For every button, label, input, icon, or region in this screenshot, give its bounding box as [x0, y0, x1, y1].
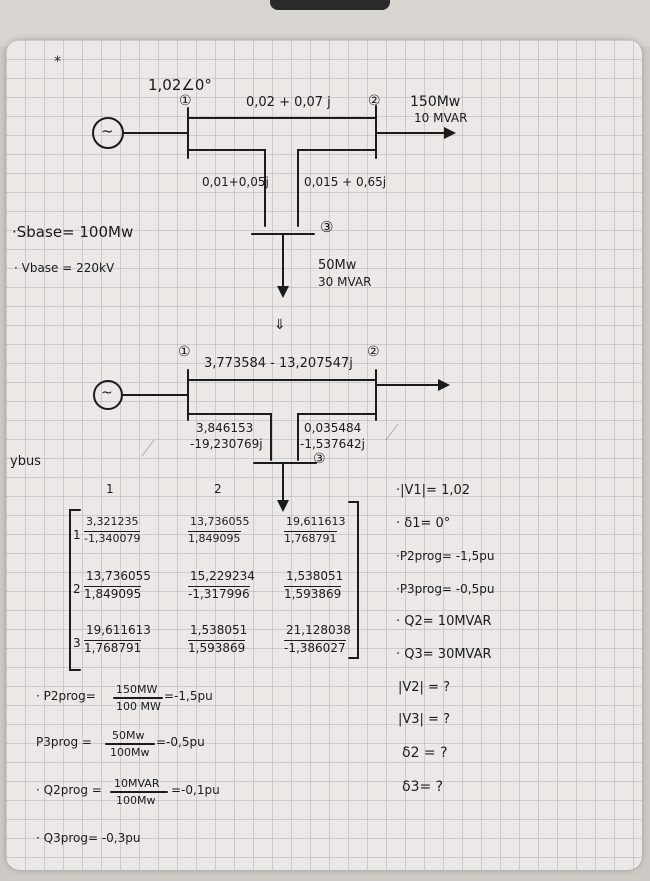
load3-reactive-power: 30 MVAR	[318, 275, 372, 289]
bus3-label: ③	[320, 218, 334, 236]
given-p2: ·P2prog= -1,5pu	[396, 549, 495, 563]
graph-paper-grid	[6, 40, 642, 870]
asterisk-mark: *	[54, 54, 61, 70]
transform-arrow: ⇓	[274, 317, 286, 333]
y23-real: 0,035484	[304, 421, 362, 435]
line-2-3-admittance	[297, 413, 377, 461]
q2-calc-label: · Q2prog =	[36, 783, 102, 797]
given-v1: ·|V1|= 1,02	[396, 483, 471, 498]
load2-arrowhead-2	[438, 379, 450, 391]
y23-imag: -1,537642j	[300, 437, 365, 451]
ybus-row-header-1: 1	[73, 528, 81, 542]
bus3-label-2: ③	[313, 451, 326, 467]
bus1-voltage: 1,02∠0°	[148, 76, 212, 94]
ybus-cell-angle: 1,593869	[284, 586, 342, 601]
unknown-delta2: δ2 = ?	[402, 745, 448, 761]
ybus-cell-magnitude: 19,611613	[86, 623, 151, 637]
given-q3: · Q3= 30MVAR	[396, 647, 492, 662]
p3-calc-label: P3prog =	[36, 735, 92, 749]
bus2-label-2: ②	[367, 344, 380, 360]
ybus-cell-magnitude: 19,611613	[286, 515, 346, 528]
line12-impedance: 0,02 + 0,07 j	[246, 95, 331, 110]
ybus-cell-angle: 1,849095	[84, 586, 142, 601]
given-p3: ·P3prog= -0,5pu	[396, 582, 495, 596]
bus1-label-2: ①	[178, 344, 191, 360]
bus2-label: ②	[368, 93, 381, 109]
line23-impedance: 0,015 + 0,65j	[304, 175, 387, 189]
load2-reactive-power: 10 MVAR	[414, 111, 468, 125]
line-2-3	[297, 149, 377, 227]
y12-admittance: 3,773584 - 13,207547j	[204, 356, 353, 371]
load2-active-power: 150Mw	[410, 94, 461, 110]
ybus-cell-magnitude: 1,538051	[190, 623, 248, 637]
p2-numerator: 150MW	[116, 683, 158, 696]
p2-denominator: 100 MW	[116, 700, 161, 713]
ybus-col-header-2: 2	[214, 482, 222, 496]
y13-real: 3,846153	[196, 421, 254, 435]
unknown-delta3: δ3= ?	[402, 779, 444, 795]
ybus-cell-magnitude: 15,229234	[190, 569, 255, 583]
load3-arrowhead-2	[277, 500, 289, 512]
matrix-left-bracket	[69, 509, 81, 671]
matrix-right-bracket	[348, 501, 359, 659]
ybus-cell-magnitude: 13,736055	[86, 569, 151, 583]
line13-impedance: 0,01+0,05j	[202, 175, 269, 189]
sbase-value: ·Sbase= 100Mw	[12, 223, 134, 241]
ybus-cell-angle: -1,340079	[84, 531, 141, 545]
generator-1-icon: ~	[101, 122, 114, 140]
bus1-label: ①	[179, 93, 192, 109]
ybus-cell-angle: 1,849095	[188, 531, 241, 545]
ybus-cell-magnitude: 1,538051	[286, 569, 344, 583]
ybus-cell-magnitude: 13,736055	[190, 515, 250, 528]
given-delta1: · δ1= 0°	[396, 516, 451, 531]
notebook-binding	[270, 0, 390, 10]
ybus-col-header-1: 1	[106, 482, 114, 496]
p3-result: =-0,5pu	[156, 735, 205, 749]
ybus-cell-magnitude: 3,321235	[86, 515, 139, 528]
vbase-value: · Vbase = 220kV	[14, 261, 115, 275]
q2-denominator: 100Mw	[116, 794, 156, 807]
load2-arrowhead	[444, 127, 456, 139]
notebook-page: * 1,02∠0° ① ② 0,02 + 0,07 j 150Mw 10 MVA…	[6, 40, 642, 870]
p3-denominator: 100Mw	[110, 746, 150, 759]
ybus-cell-angle: 1,768791	[284, 531, 337, 545]
load3-arrowhead	[277, 286, 289, 298]
p2-result: =-1,5pu	[164, 689, 213, 703]
ybus-cell-angle: -1,317996	[188, 586, 250, 601]
generator-2-icon: ~	[101, 385, 113, 401]
line-1-3	[187, 149, 266, 227]
q2-result: =-0,1pu	[171, 783, 220, 797]
ybus-cell-angle: 1,768791	[84, 640, 142, 655]
q3-calc: · Q3prog= -0,3pu	[36, 831, 141, 845]
circuit-drawings	[69, 105, 456, 793]
line-1-3-admittance	[187, 413, 272, 461]
ybus-cell-magnitude: 21,128038	[286, 623, 351, 637]
ybus-row-header-2: 2	[73, 582, 81, 596]
p3-numerator: 50Mw	[112, 729, 145, 742]
load3-active-power: 50Mw	[318, 258, 357, 273]
given-q2: · Q2= 10MVAR	[396, 614, 492, 629]
ybus-cell-angle: -1,386027	[284, 640, 346, 655]
unknown-v3: |V3| = ?	[398, 712, 450, 727]
p2-calc-label: · P2prog=	[36, 689, 96, 703]
ybus-row-header-3: 3	[73, 636, 81, 650]
ybus-cell-angle: 1,593869	[188, 640, 246, 655]
q2-numerator: 10MVAR	[114, 777, 160, 790]
unknown-v2: |V2| = ?	[398, 680, 450, 695]
ybus-label: ybus	[10, 454, 41, 469]
y13-imag: -19,230769j	[190, 437, 263, 451]
